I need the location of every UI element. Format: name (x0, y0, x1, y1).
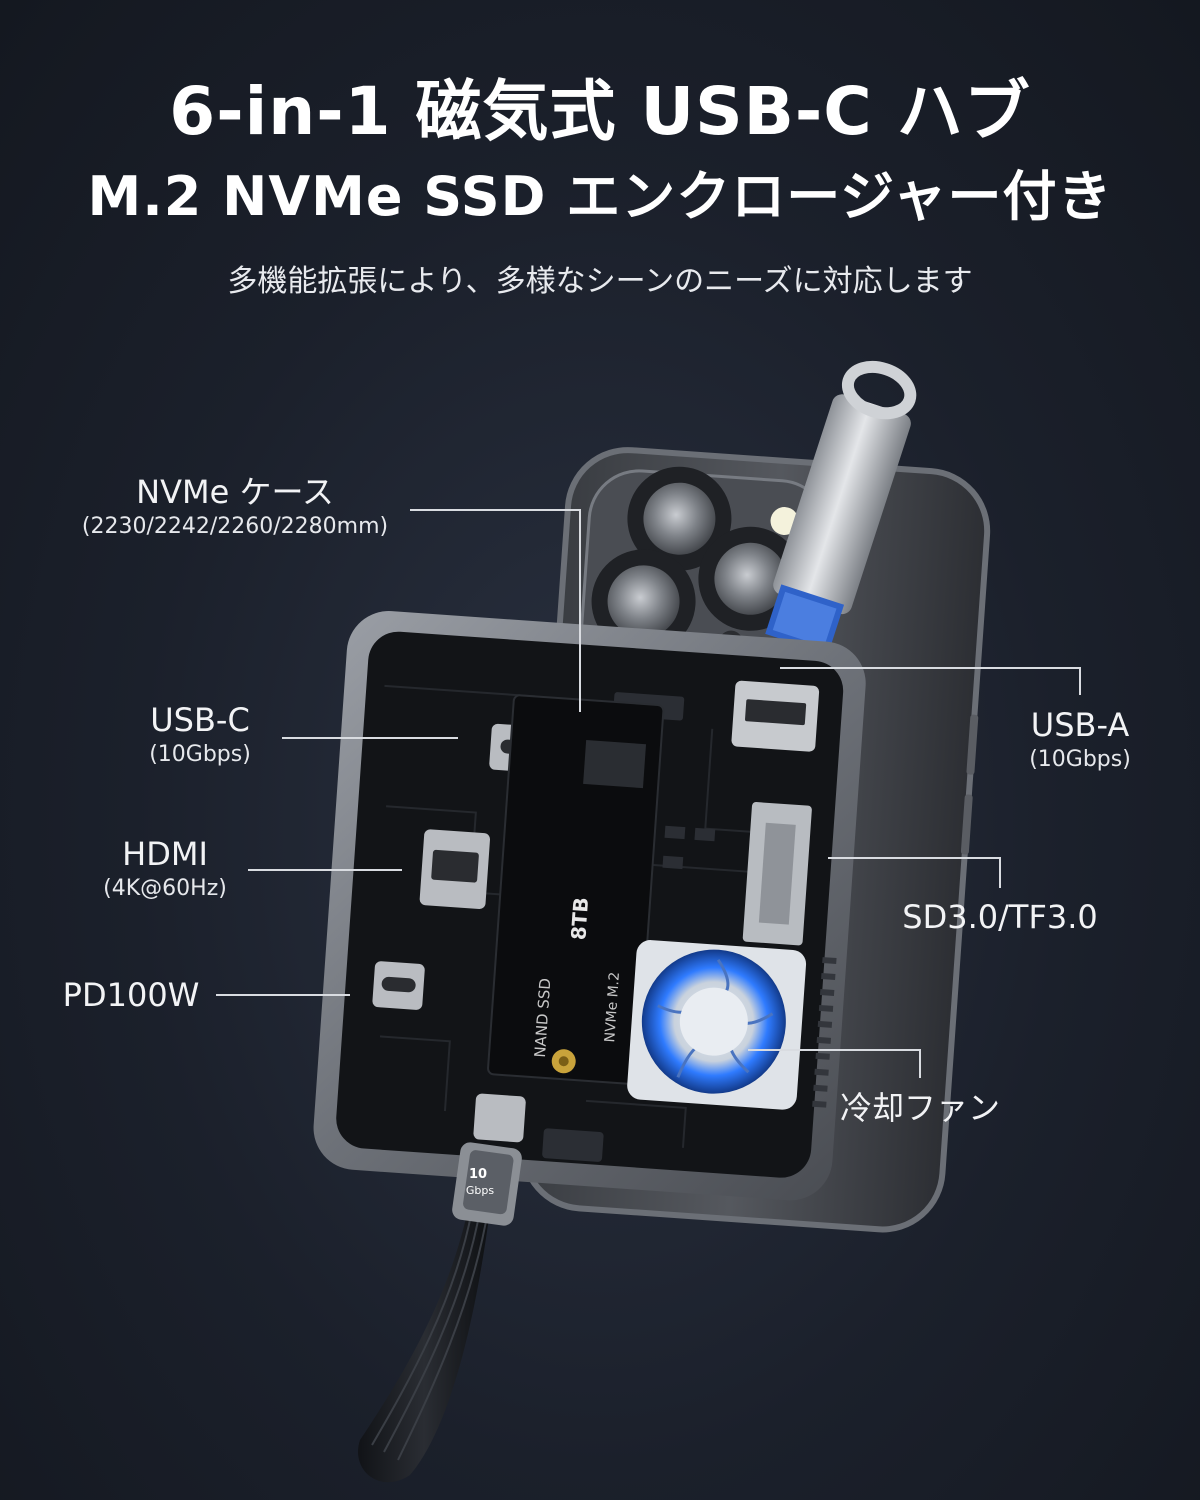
ssd-capacity: 8TB (566, 896, 593, 940)
hub-enclosure: 8TB NAND SSD NVMe M.2 (313, 611, 866, 1201)
callout-hdmi: HDMI (4K@60Hz) (90, 834, 240, 904)
usb-c-cable (358, 1142, 522, 1483)
callout-sd-label: SD3.0/TF3.0 (902, 898, 1098, 936)
title: 6-in-1 磁気式 USB-C ハブ (169, 73, 1031, 150)
cable-speed-value: 10 (469, 1167, 487, 1182)
callout-nvme: NVMe ケース (2230/2242/2260/2280mm) (60, 472, 410, 542)
callout-fan-label: 冷却ファン (839, 1089, 1000, 1127)
callout-hdmi-label: HDMI (122, 835, 208, 873)
callout-fan: 冷却ファン (820, 1088, 1020, 1128)
callout-hdmi-detail: (4K@60Hz) (103, 876, 227, 901)
tagline: 多機能拡張により、多様なシーンのニーズに対応します (227, 264, 973, 299)
subtitle: M.2 NVMe SSD エンクロージャー付き (87, 165, 1113, 228)
callout-usba-detail: (10Gbps) (1029, 747, 1131, 772)
callout-lines (216, 509, 1081, 1078)
ssd-type: NVMe M.2 (602, 971, 623, 1043)
callout-usbc-label: USB-C (150, 701, 250, 739)
ssd-brand: NAND SSD (531, 978, 555, 1059)
callout-usba: USB-A (10Gbps) (1010, 705, 1150, 775)
callout-pd: PD100W (56, 975, 206, 1015)
cable-speed-unit: Gbps (466, 1184, 494, 1197)
callout-usbc-detail: (10Gbps) (149, 742, 251, 767)
callout-nvme-label: NVMe ケース (136, 473, 334, 511)
usb-flash-drive (765, 360, 917, 655)
callout-usba-label: USB-A (1030, 706, 1130, 744)
nvme-ssd (487, 694, 665, 1086)
callout-usbc: USB-C (10Gbps) (130, 700, 270, 770)
callout-sd: SD3.0/TF3.0 (890, 897, 1110, 937)
callout-nvme-detail: (2230/2242/2260/2280mm) (81, 514, 389, 539)
callout-pd-label: PD100W (62, 976, 200, 1014)
